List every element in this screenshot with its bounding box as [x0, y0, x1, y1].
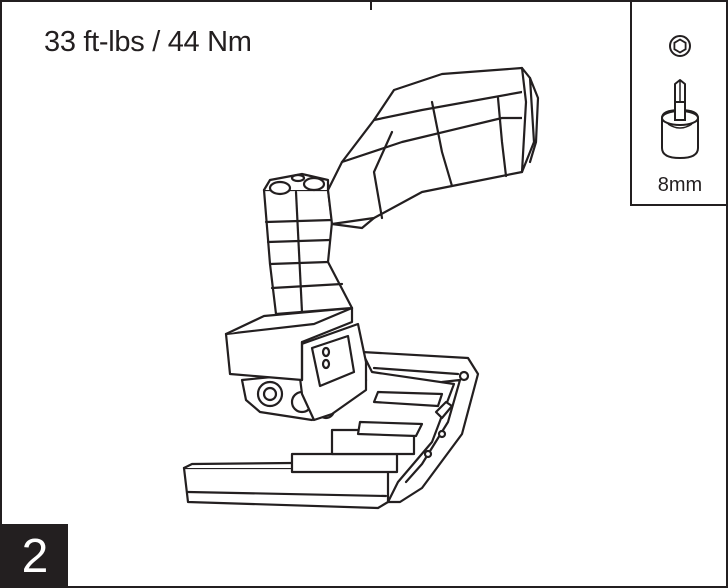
step-number: 2 — [21, 530, 49, 583]
torque-specification: 33 ft-lbs / 44 Nm — [44, 26, 252, 58]
hex-nut-icon — [669, 35, 691, 57]
step-number-badge: 2 — [2, 524, 68, 586]
tool-callout-box: 8mm — [630, 2, 726, 206]
hex-key-socket-icon — [661, 79, 699, 160]
tool-size-label: 8mm — [657, 174, 703, 196]
page-divider-tick — [370, 2, 372, 10]
